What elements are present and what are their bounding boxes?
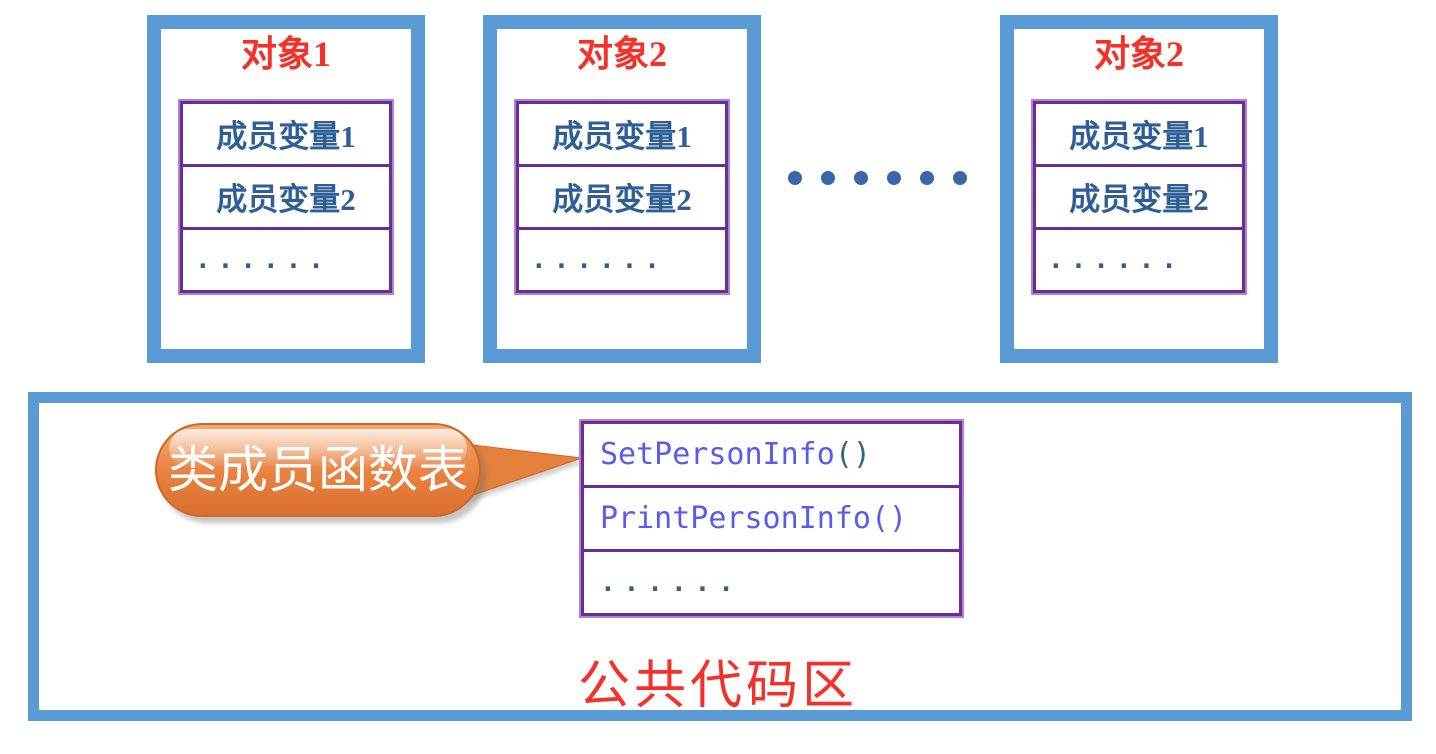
function-parens: () — [870, 501, 908, 536]
callout-bubble: 类成员函数表 — [155, 423, 481, 517]
function-row-ellipsis: ...... — [584, 552, 959, 613]
ellipsis-dot-icon — [821, 171, 835, 185]
member-row: 成员变量1 — [1036, 104, 1242, 167]
object-title: 对象2 — [576, 34, 667, 74]
function-parens: () — [834, 437, 871, 472]
public-code-area-title: 公共代码区 — [577, 658, 858, 715]
member-variable-table: 成员变量1 成员变量2 ...... — [180, 100, 392, 293]
member-row: 成员变量1 — [183, 104, 389, 167]
function-row: PrintPersonInfo() — [584, 488, 959, 552]
callout-label: 类成员函数表 — [168, 442, 468, 498]
function-name: ...... — [600, 567, 742, 598]
member-variable-table: 成员变量1 成员变量2 ...... — [516, 100, 728, 293]
member-row-ellipsis: ...... — [531, 244, 667, 275]
ellipsis-dot-icon — [788, 171, 802, 185]
ellipsis-dot-icon — [953, 171, 967, 185]
function-row: SetPersonInfo() — [584, 424, 959, 488]
member-function-table: SetPersonInfo() PrintPersonInfo() ...... — [581, 421, 962, 616]
object-title: 对象2 — [1093, 34, 1184, 74]
function-name: SetPersonInfo — [600, 437, 835, 472]
member-row: 成员变量1 — [519, 104, 725, 167]
object-box-3: 对象2 成员变量1 成员变量2 ...... — [1000, 15, 1278, 363]
member-row-ellipsis: ...... — [1048, 244, 1184, 275]
ellipsis-dot-icon — [854, 171, 868, 185]
member-variable-table: 成员变量1 成员变量2 ...... — [1033, 100, 1245, 293]
member-row: 成员变量2 — [519, 167, 725, 230]
object-box-1: 对象1 成员变量1 成员变量2 ...... — [147, 15, 425, 363]
ellipsis-dot-icon — [920, 171, 934, 185]
object-title: 对象1 — [240, 34, 331, 74]
member-row: 成员变量2 — [1036, 167, 1242, 230]
member-row-ellipsis: ...... — [195, 244, 331, 275]
function-name: PrintPersonInfo — [600, 501, 871, 536]
separator-ellipsis — [788, 171, 967, 185]
member-row: 成员变量2 — [183, 167, 389, 230]
ellipsis-dot-icon — [887, 171, 901, 185]
object-box-2: 对象2 成员变量1 成员变量2 ...... — [483, 15, 761, 363]
